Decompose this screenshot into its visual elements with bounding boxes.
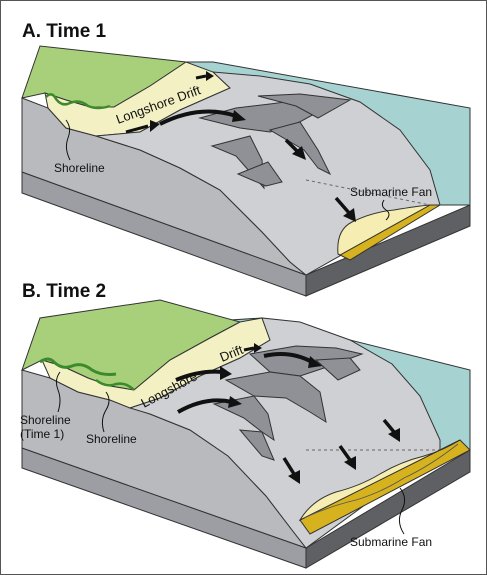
panel-a-canyon-arrowhead-2	[292, 146, 306, 160]
panel-b-canyon-arrowhead-1	[308, 356, 322, 368]
panel-a-drift-arrowhead-1	[150, 120, 160, 132]
panel-a-canyon-3	[268, 121, 332, 176]
panel-a-canyon-arrowhead-1	[232, 110, 246, 122]
panel-b-shoreline-leader	[101, 391, 110, 433]
panel-b: B. Time 2	[20, 281, 471, 569]
panel-a-drift-arrow-2	[195, 74, 207, 80]
panel-b-block-right	[305, 449, 471, 569]
panel-b-drift-arrow-1	[175, 369, 223, 382]
panel-a-canyon-arrow-2	[284, 138, 300, 154]
panel-a-title: A. Time 1	[22, 21, 107, 42]
panel-b-shoreline-time1-line	[39, 357, 117, 376]
panel-b-fan-top-2	[303, 443, 459, 519]
panel-a-fan-leader	[381, 199, 390, 221]
panel-a-canyon-2	[257, 93, 352, 119]
panel-a-shoreline-leader	[65, 119, 71, 161]
panel-b-slope-arrowhead-1	[288, 470, 300, 484]
panel-b-slope-arrowhead-3	[388, 428, 400, 442]
panel-b-canyon-arrow-1	[263, 352, 313, 364]
panel-a-shoreline-label: Shoreline	[54, 161, 105, 175]
panel-b-canyon-5	[314, 357, 361, 381]
panel-a-drift-arrowhead-2	[206, 71, 214, 81]
panel-a-fan-top	[337, 204, 431, 256]
panel-b-slope-arrowhead-2	[344, 456, 356, 470]
panel-b-title: B. Time 2	[22, 281, 106, 302]
panel-b-shoreline-label: Shoreline	[86, 432, 137, 446]
panel-a: A. Time 1	[21, 21, 471, 297]
panel-b-drift-arrow-2	[243, 346, 255, 352]
panel-b-shoreline-time1-label: Shoreline	[20, 413, 71, 427]
panel-b-fan-top	[298, 439, 461, 522]
panel-b-drift-arrowhead-1	[220, 366, 232, 380]
panel-a-shoreline-line	[45, 93, 111, 110]
panel-a-canyon-5	[236, 161, 283, 187]
panel-a-submarine-fan-label: Submarine Fan	[350, 185, 432, 199]
panel-b-slope-arrow-3	[382, 418, 396, 434]
panel-b-canyon-4	[238, 429, 275, 461]
panel-a-block-right	[305, 204, 471, 297]
panel-a-canyon-4	[210, 135, 265, 190]
panel-b-shoreline-line	[95, 379, 135, 391]
panel-b-canyon-arrow-2	[177, 398, 233, 414]
panel-a-canyon-arrow-1	[159, 109, 237, 126]
panel-b-fan-leader	[398, 487, 406, 535]
panel-b-slope-arrow-1	[282, 457, 296, 475]
panel-a-fan-arrowhead	[343, 208, 356, 222]
panel-b-shoreline-time1-leader	[55, 371, 61, 413]
panel-b-drift-arrowhead-2	[254, 343, 262, 353]
panel-a-drift-arrow-1	[125, 124, 149, 134]
panel-b-canyon-arrowhead-2	[228, 396, 242, 408]
panel-b-shoreline-time1-label-2: (Time 1)	[20, 427, 64, 441]
panel-b-canyon-2	[224, 371, 327, 424]
panel-a-fan-arrow	[334, 196, 352, 216]
panel-b-submarine-fan-label: Submarine Fan	[350, 535, 432, 549]
panel-b-slope-arrow-2	[338, 444, 352, 462]
